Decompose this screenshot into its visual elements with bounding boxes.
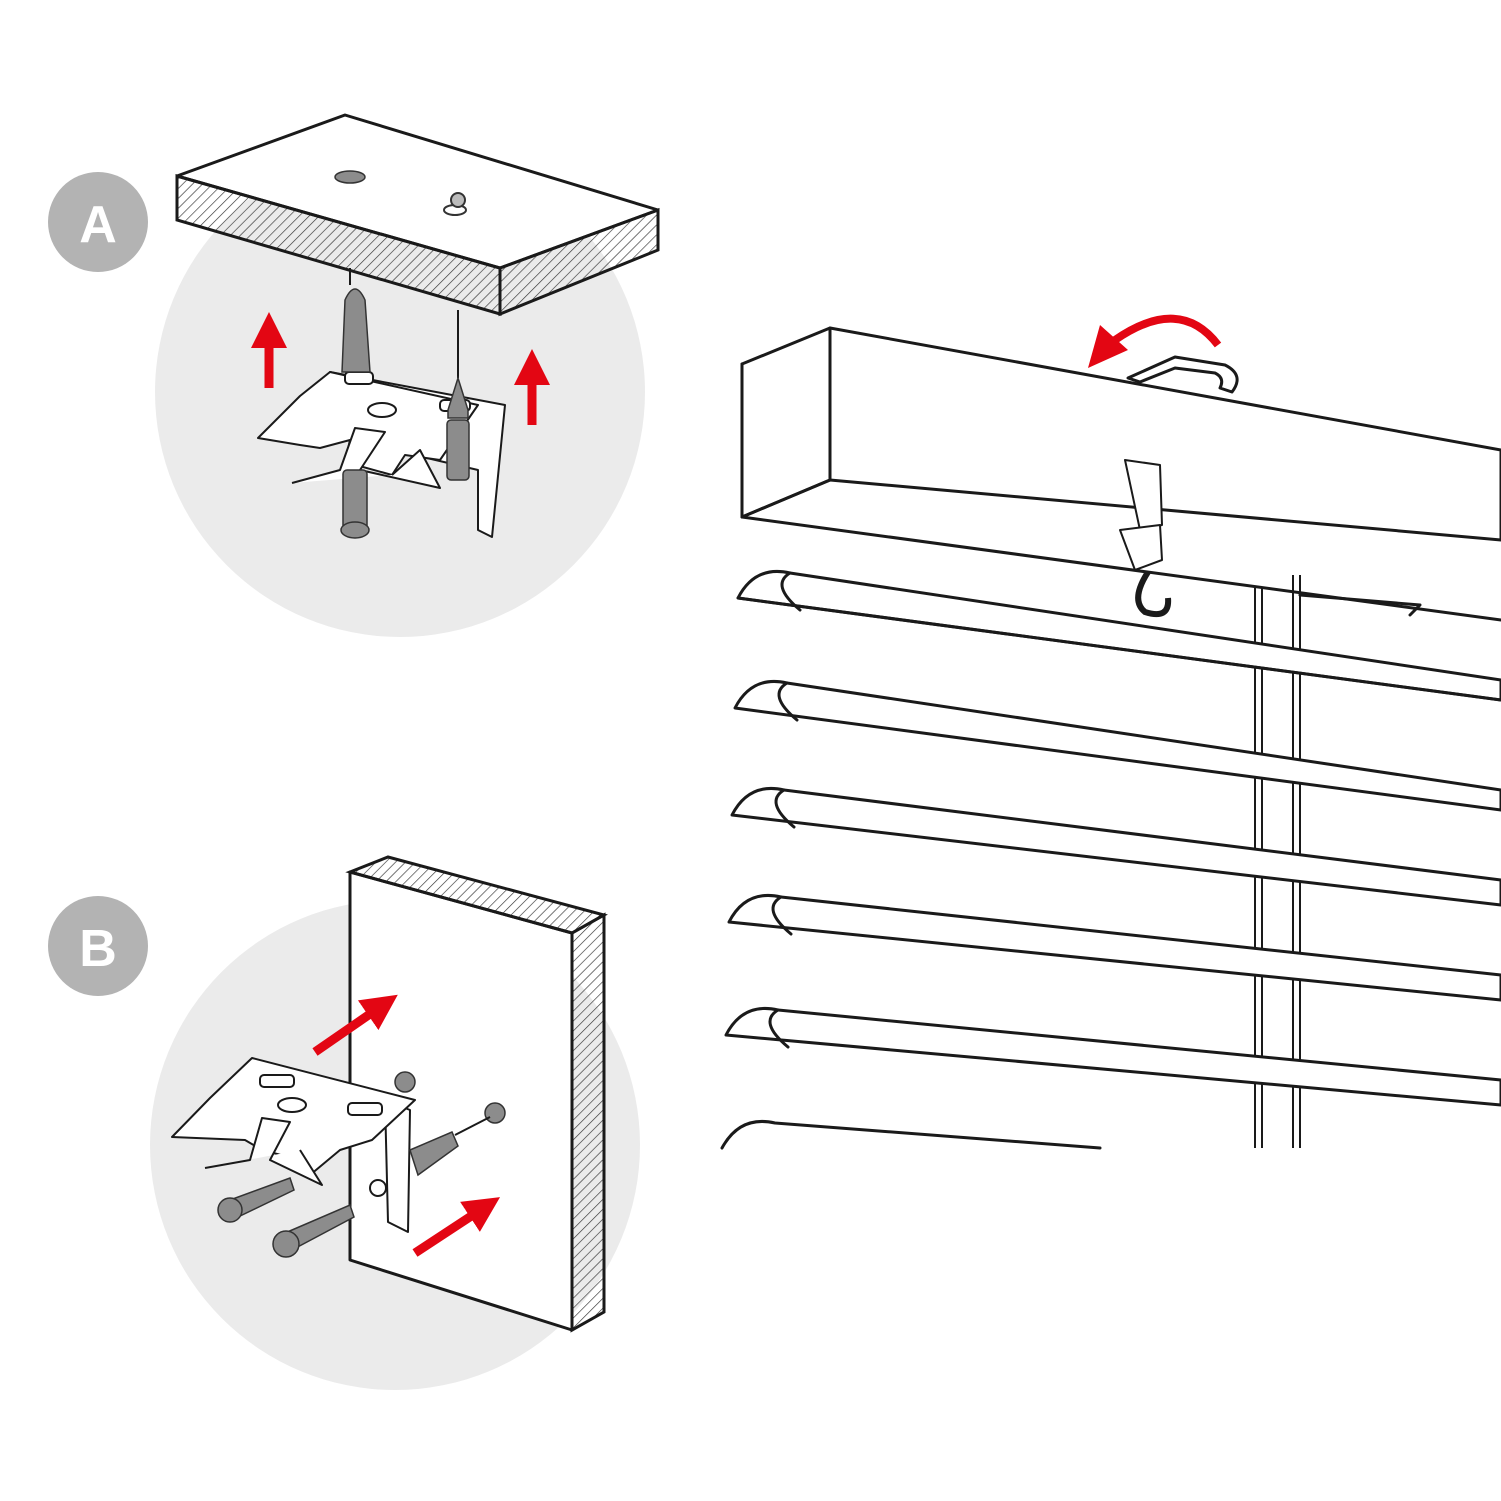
wall-plug-icon — [409, 1131, 459, 1177]
hook-icon — [1135, 570, 1172, 618]
step-a-label: A — [79, 196, 117, 254]
slat — [727, 893, 1501, 1002]
rotate-arrow-icon — [1088, 314, 1222, 368]
wall-plug-icon — [341, 288, 371, 373]
step-a-badge: A — [48, 172, 148, 272]
step-b-label: B — [79, 920, 117, 978]
slat-partial — [720, 1119, 1102, 1150]
right-arrow-icon — [312, 994, 501, 1257]
up-arrow-icon — [251, 312, 550, 425]
ceiling-board — [175, 113, 660, 378]
venetian-blind — [720, 314, 1501, 1150]
wall-panel — [345, 855, 608, 1333]
drill-hole-icon — [334, 170, 366, 184]
mounting-bracket-b — [171, 1057, 459, 1258]
cord-guide — [1298, 593, 1422, 617]
screw-icon — [342, 469, 368, 531]
headrail — [740, 326, 1501, 622]
screw-head-icon — [450, 192, 466, 208]
slat — [730, 786, 1501, 907]
step-a: A — [48, 113, 660, 637]
drill-hole-icon — [484, 1102, 506, 1124]
step-b-badge: B — [48, 896, 148, 996]
screw-tip-icon — [447, 375, 469, 419]
slat — [736, 569, 1501, 702]
slat — [724, 1006, 1501, 1107]
tilt-hook — [1119, 459, 1172, 618]
screw-icon — [272, 1203, 355, 1258]
slats — [720, 569, 1501, 1150]
screw-icon — [446, 419, 470, 481]
slat — [733, 679, 1501, 812]
step-b: B — [48, 855, 640, 1390]
screw-icon — [217, 1177, 295, 1223]
drill-hole-icon — [394, 1071, 416, 1093]
bracket-clip — [1126, 355, 1239, 394]
mounting-bracket-a — [257, 288, 506, 539]
